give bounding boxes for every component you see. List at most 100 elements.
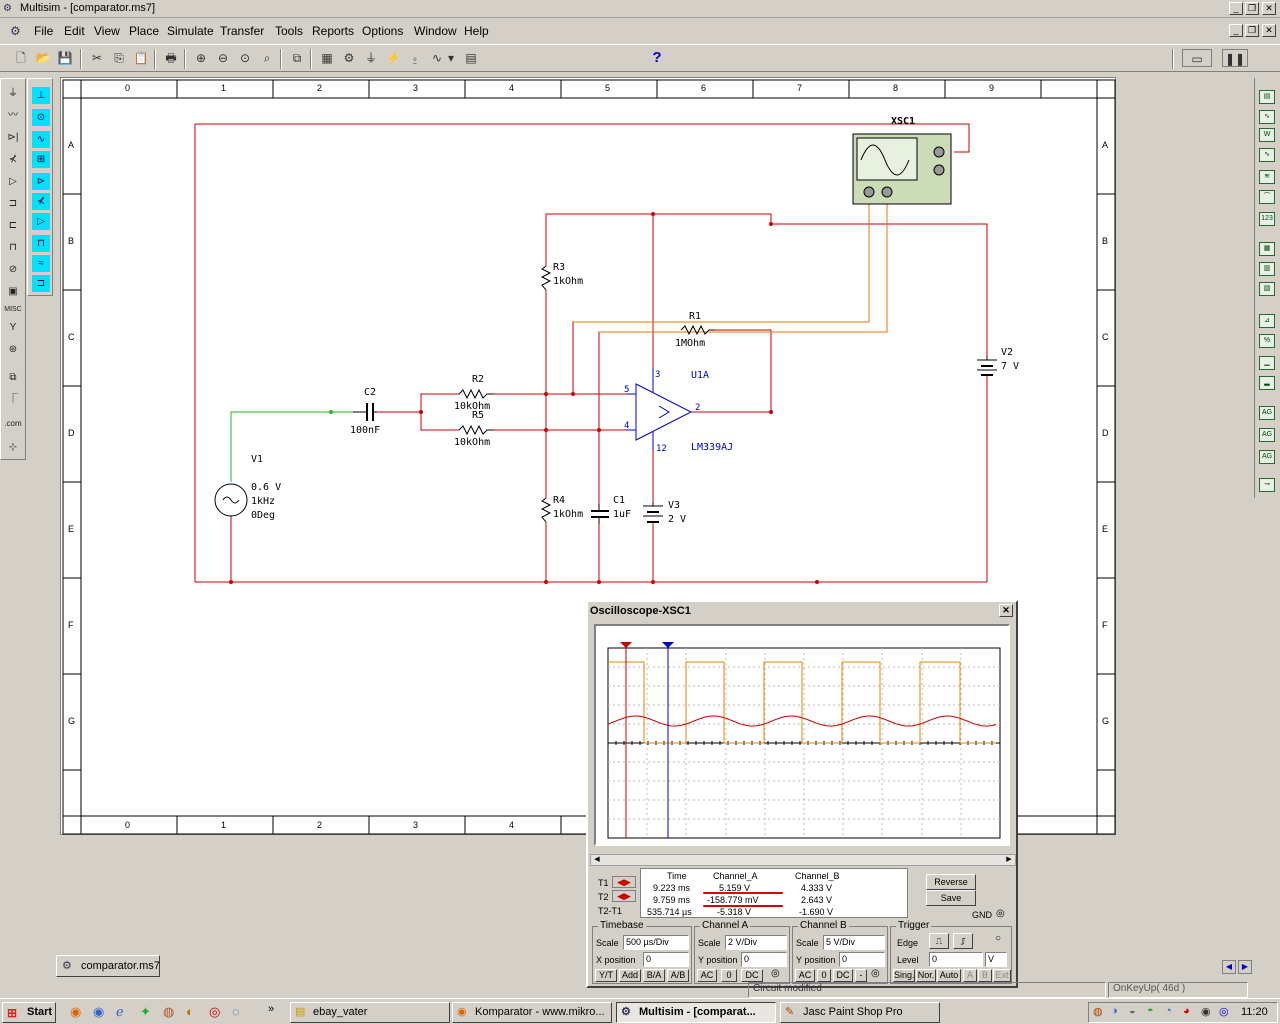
c2-label[interactable]: C2 xyxy=(364,387,377,398)
virtual-power-icon[interactable]: ⊥ xyxy=(32,87,50,104)
logic-converter-icon[interactable]: ▧ xyxy=(1259,282,1275,296)
virtual-basic-icon[interactable]: ⊞ xyxy=(32,151,50,168)
scroll-left-icon[interactable]: ◀ xyxy=(594,856,600,863)
four-channel-osc-icon[interactable]: ≋ xyxy=(1259,170,1275,184)
trigger-terminal-icon[interactable]: ○ xyxy=(995,933,1002,944)
oscilloscope-icon[interactable]: ∿ xyxy=(1259,148,1275,162)
channel-b-dc-button[interactable]: DC xyxy=(833,969,853,982)
multimeter-icon[interactable]: ▤ xyxy=(1259,90,1275,104)
function-generator-icon[interactable]: ∿ xyxy=(1259,110,1275,124)
tray-icon[interactable]: ◕ xyxy=(1183,1005,1190,1017)
zoom-in-icon[interactable]: ⊕ xyxy=(195,51,207,65)
save-button[interactable]: Save xyxy=(926,890,976,906)
channel-b-ypos-field[interactable]: 0 xyxy=(839,952,885,967)
reverse-button[interactable]: Reverse xyxy=(926,874,976,890)
document-tab[interactable]: ⚙ comparator.ms7 xyxy=(56,955,160,977)
oscilloscope-title-bar[interactable]: Oscilloscope-XSC1 ✕ xyxy=(588,602,1016,621)
web-icon[interactable]: .com xyxy=(4,419,22,428)
virtual-misc-icon[interactable]: ≈ xyxy=(32,255,50,272)
app-icon-brown[interactable]: ◍ xyxy=(163,1004,175,1019)
timebase-scale-field[interactable]: 500 µs/Div xyxy=(623,935,689,950)
hierarchical-block-icon[interactable]: ⧉ xyxy=(9,372,17,383)
channel-b-terminal-icon[interactable]: ◎ xyxy=(871,968,880,979)
restore-icon[interactable]: ❐ xyxy=(1245,2,1259,15)
tab-scroll-left-icon[interactable]: ◀ xyxy=(1222,960,1236,974)
cmos-icon[interactable]: ⊏ xyxy=(8,220,18,231)
trigger-b-button[interactable]: B xyxy=(978,969,992,982)
trigger-unit-field[interactable]: V xyxy=(985,952,1007,967)
oscilloscope-window[interactable]: Oscilloscope-XSC1 ✕ xyxy=(586,600,1018,988)
electromechanical-icon[interactable]: ⊛ xyxy=(8,344,18,355)
ttl-icon[interactable]: ⊐ xyxy=(8,198,18,209)
t2-arrows-icon[interactable]: ◀▶ xyxy=(612,890,636,902)
postprocessor-icon[interactable]: ⍛ xyxy=(411,51,419,65)
new-icon[interactable]: 🗋 xyxy=(16,51,26,65)
tab-scroll-right-icon[interactable]: ▶ xyxy=(1238,960,1252,974)
scroll-right-icon[interactable]: ▶ xyxy=(1006,856,1012,863)
bode-plotter-icon[interactable]: ⌒ xyxy=(1259,190,1275,204)
task-ebay-vater[interactable]: ▤ ebay_vater xyxy=(290,1002,450,1023)
menu-view[interactable]: View xyxy=(94,24,120,38)
quicklaunch-more-icon[interactable]: » xyxy=(268,1003,275,1015)
channel-b-ac-button[interactable]: AC xyxy=(795,969,815,982)
r1-label[interactable]: R1 xyxy=(689,311,702,322)
gnd-terminal-icon[interactable]: ◎ xyxy=(996,908,1005,919)
channel-b-zero-button[interactable]: 0 xyxy=(817,969,831,982)
v2-label[interactable]: V2 xyxy=(1001,347,1014,358)
c1-label[interactable]: C1 xyxy=(613,495,626,506)
grapher-icon[interactable]: ▤ xyxy=(465,51,477,65)
virtual-source-icon[interactable]: ⊙ xyxy=(32,109,50,126)
database-icon[interactable]: ⚙ xyxy=(343,51,355,65)
print-icon[interactable]: 🖶 xyxy=(165,51,177,65)
menu-file[interactable]: File xyxy=(34,24,54,38)
r4-label[interactable]: R4 xyxy=(553,495,566,506)
menu-help[interactable]: Help xyxy=(464,24,489,38)
mixed-icon[interactable]: ⊘ xyxy=(8,264,18,275)
wattmeter-icon[interactable]: W xyxy=(1259,128,1275,142)
power-source-icon[interactable]: ⏚ xyxy=(8,88,18,99)
channel-a-ypos-field[interactable]: 0 xyxy=(741,952,787,967)
task-paint-shop-pro[interactable]: ✎ Jasc Paint Shop Pro xyxy=(780,1002,940,1023)
diode-icon[interactable]: ⊳| xyxy=(7,132,19,143)
channel-b-scale-field[interactable]: 5 V/Div xyxy=(823,935,885,950)
indicator-icon[interactable]: ▣ xyxy=(8,286,18,297)
probe-icon[interactable]: ⊸ xyxy=(1259,478,1275,492)
zoom-out-icon[interactable]: ⊖ xyxy=(217,51,229,65)
menu-edit[interactable]: Edit xyxy=(64,24,85,38)
zoom-fit-icon[interactable]: ⌕ xyxy=(263,51,271,65)
app-icon-green[interactable]: ✦ xyxy=(140,1004,151,1019)
save-icon[interactable]: 💾 xyxy=(57,51,73,65)
agilent-fg-icon[interactable]: AG xyxy=(1259,406,1275,420)
tray-icon[interactable]: ◔ xyxy=(1165,1005,1172,1017)
tray-icon[interactable]: ◓ xyxy=(1147,1005,1154,1017)
transistor-icon[interactable]: ⊀ xyxy=(8,154,18,165)
tray-icon[interactable]: ◉ xyxy=(1201,1006,1211,1018)
menu-tools[interactable]: Tools xyxy=(275,24,304,38)
tray-icon[interactable]: ◍ xyxy=(1093,1006,1103,1018)
doc-close-icon[interactable]: ✕ xyxy=(1262,24,1276,37)
instrument-icon[interactable]: ▭ xyxy=(1182,49,1212,67)
tray-icon[interactable]: ◎ xyxy=(1219,1006,1229,1018)
cut-icon[interactable]: ✂ xyxy=(91,51,103,65)
tray-icon[interactable]: ◑ xyxy=(1111,1005,1118,1017)
auto-button[interactable]: Auto xyxy=(937,969,961,982)
counter-icon[interactable]: 123 xyxy=(1259,212,1275,226)
tray-icon[interactable]: ◒ xyxy=(1129,1005,1136,1017)
bus-icon[interactable]: ⎾ xyxy=(8,394,18,405)
trigger-a-button[interactable]: A xyxy=(963,969,977,982)
project-icon[interactable]: ⧉ xyxy=(292,51,302,65)
spreadsheet-icon[interactable]: ▦ xyxy=(321,51,333,65)
oscilloscope-screen[interactable] xyxy=(594,624,1010,846)
simulate-icon[interactable]: ⚡ xyxy=(385,51,401,65)
oscilloscope-scrollbar[interactable]: ◀ ▶ xyxy=(590,854,1016,866)
doc-restore-icon[interactable]: ❐ xyxy=(1245,24,1259,37)
logic-analyzer-icon[interactable]: ▥ xyxy=(1259,262,1275,276)
v3-label[interactable]: V3 xyxy=(668,500,681,511)
wire-icon[interactable]: ⊹ xyxy=(8,442,18,453)
paste-icon[interactable]: 📋 xyxy=(133,51,149,65)
xsc1-label[interactable]: XSC1 xyxy=(891,116,916,127)
menu-transfer[interactable]: Transfer xyxy=(220,24,265,38)
rising-edge-icon[interactable]: ⎍ xyxy=(929,933,949,949)
menu-options[interactable]: Options xyxy=(362,24,404,38)
analysis-dropdown-icon[interactable]: ▾ xyxy=(447,51,455,65)
